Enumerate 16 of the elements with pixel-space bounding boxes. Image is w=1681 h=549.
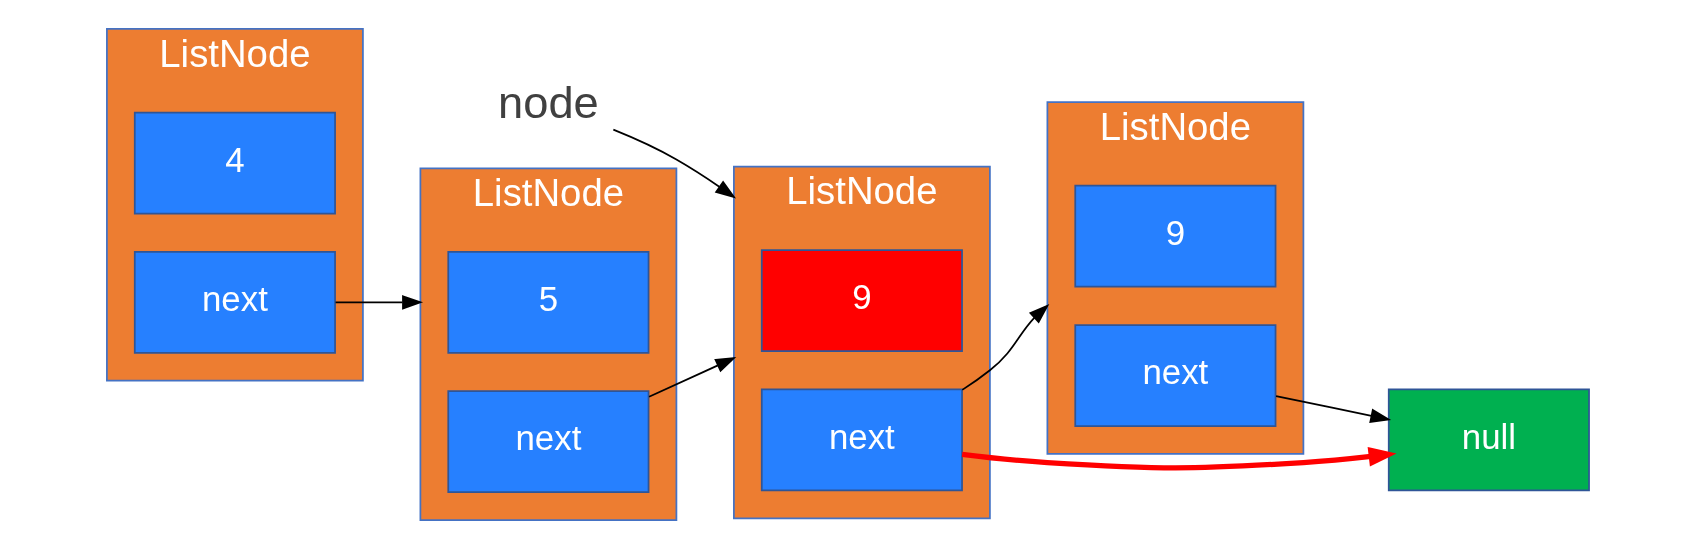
node-box: 9 <box>1073 184 1276 288</box>
node-box: 5 <box>446 251 649 354</box>
arrow <box>961 447 1396 471</box>
node-box: 9 <box>760 249 963 352</box>
node-text: node <box>497 77 599 129</box>
node-box: next <box>1073 324 1276 427</box>
arrow <box>960 304 1049 391</box>
node-box: next <box>446 390 649 494</box>
node-box: next <box>760 388 963 492</box>
arrow <box>334 295 423 310</box>
arrow <box>612 128 736 199</box>
node-box: 4 <box>133 111 336 215</box>
node-box: null <box>1387 388 1590 492</box>
arrow <box>647 357 736 398</box>
arrow <box>1274 395 1391 423</box>
node-box: next <box>133 251 336 354</box>
